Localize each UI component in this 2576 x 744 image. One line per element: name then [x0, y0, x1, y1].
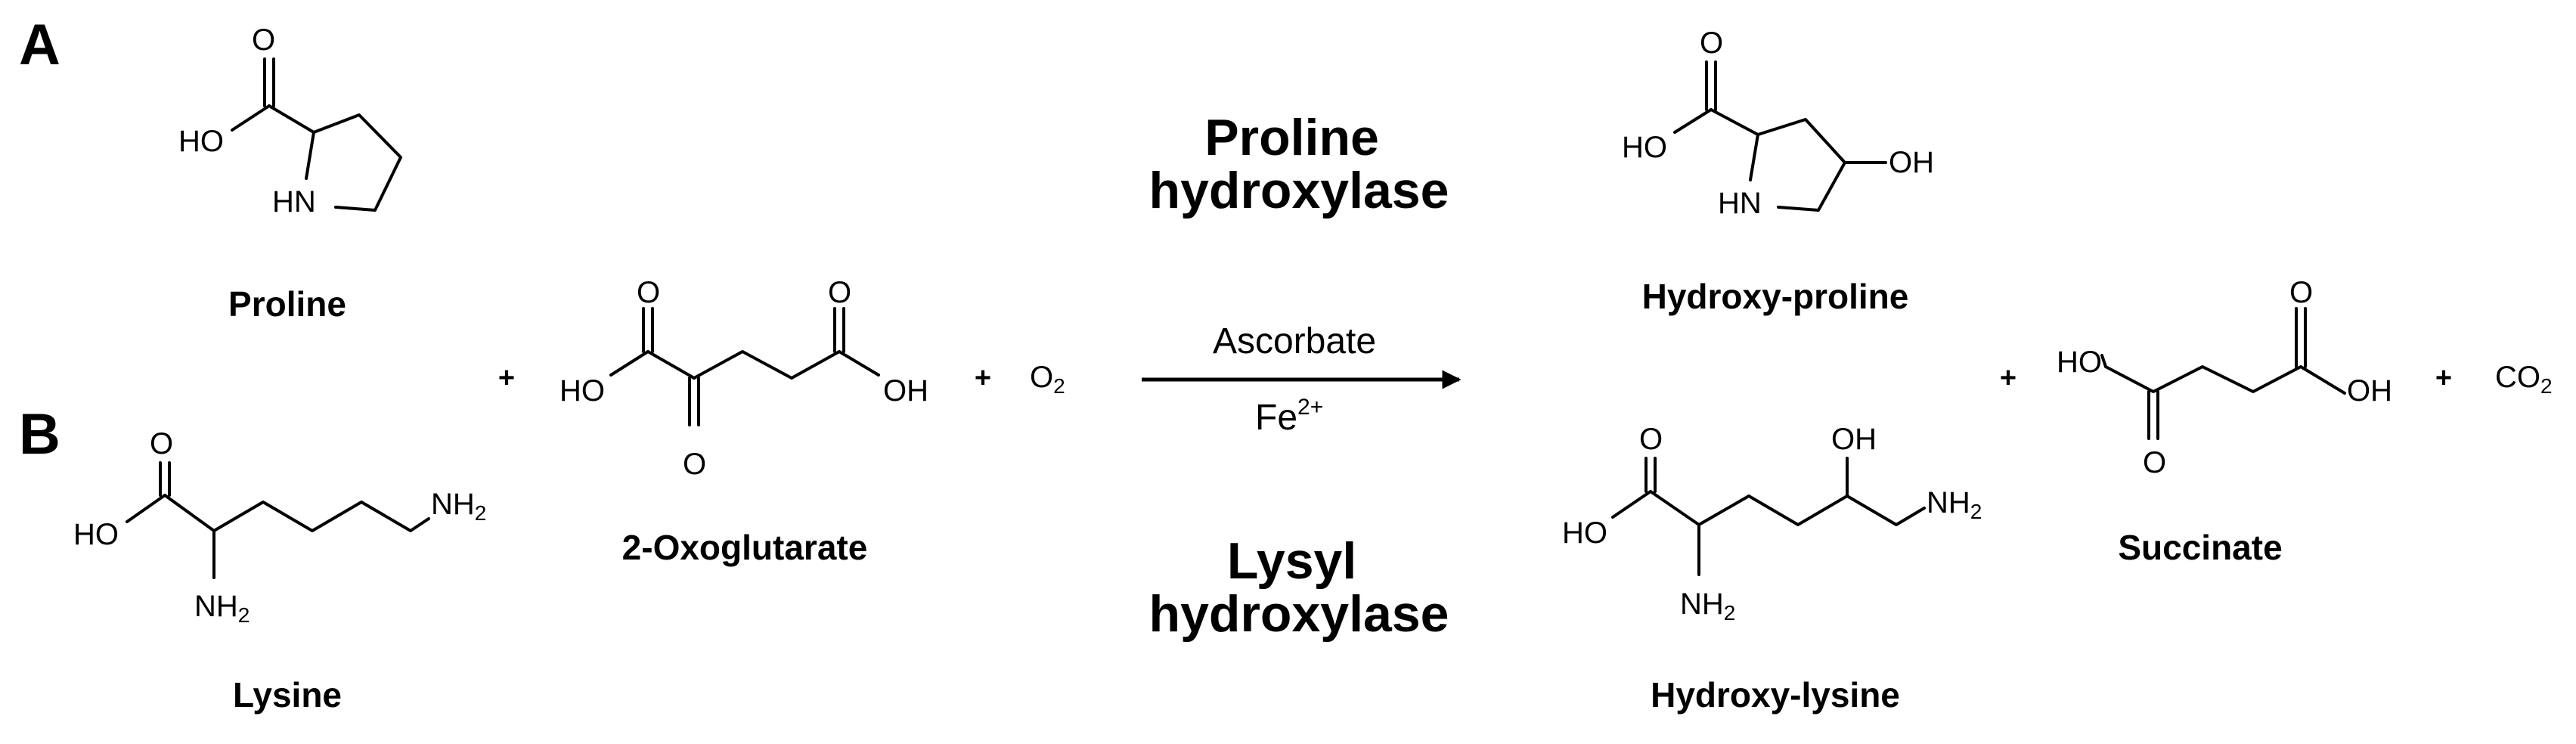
succinate-o-bottom: O [2143, 446, 2166, 479]
oxoglutarate-name: 2-Oxoglutarate [622, 528, 868, 567]
oxoglutarate-ho: HO [560, 374, 605, 408]
hydroxylysine-name: Hydroxy-lysine [1651, 675, 1900, 715]
hydroxyproline-o: O [1700, 26, 1723, 60]
cofactor-iron: Fe2+ [1255, 395, 1323, 438]
oxoglutarate-oh: OH [883, 374, 928, 408]
enzyme-proline-hydroxylase: Proline hydroxylase [1149, 109, 1449, 219]
hydroxyproline-name: Hydroxy-proline [1642, 277, 1909, 316]
hydroxylysine-nh2-side: NH2 [1927, 486, 1982, 523]
proline-o: O [252, 23, 275, 57]
succinate-name: Succinate [2118, 528, 2282, 567]
plus-sign: + [2000, 362, 2016, 394]
enzyme-lysyl-hydroxylase: Lysyl hydroxylase [1149, 532, 1449, 643]
oxoglutarate-o-right: O [828, 276, 851, 309]
hydroxyproline-oh: OH [1889, 146, 1934, 179]
succinate-ho: HO [2057, 346, 2102, 379]
cofactor-ascorbate: Ascorbate [1213, 321, 1376, 361]
panel-label-a: A [19, 13, 60, 77]
oxoglutarate-structure: O O HO OH O [560, 276, 928, 481]
panel-label-b: B [19, 402, 60, 467]
hydroxylysine-ho: HO [1562, 516, 1607, 550]
proline-hn: HN [272, 185, 316, 219]
plus-sign: + [498, 362, 515, 394]
hydroxyproline-structure: O HO HN OH [1622, 26, 1934, 220]
succinate-oh: OH [2347, 374, 2392, 408]
lysine-nh2-top: NH2 [431, 488, 486, 525]
hydroxyproline-hn: HN [1718, 187, 1762, 220]
oxygen-o2: O2 [1030, 361, 1065, 398]
proline-name: Proline [228, 284, 346, 324]
lysine-nh2-bottom: NH2 [194, 590, 250, 627]
hydroxyproline-ho: HO [1622, 131, 1667, 164]
succinate-structure: HO O OH O [2057, 276, 2392, 479]
oxoglutarate-o-left: O [637, 276, 660, 309]
lysine-name: Lysine [233, 675, 342, 715]
hydroxylysine-oh: OH [1831, 423, 1877, 456]
carbon-dioxide-co2: CO2 [2495, 361, 2553, 398]
lysine-o: O [150, 427, 173, 460]
oxoglutarate-o-bottom: O [683, 448, 706, 481]
succinate-o-top: O [2289, 276, 2313, 309]
hydroxylysine-nh2-bottom: NH2 [1680, 587, 1735, 625]
hydroxylysine-o: O [1639, 423, 1663, 456]
lysine-ho: HO [73, 518, 119, 551]
plus-sign: + [2435, 362, 2452, 394]
plus-sign: + [975, 362, 991, 394]
lysine-structure: O HO NH2 NH2 [73, 427, 486, 627]
hydroxylysine-structure: O HO OH NH2 NH2 [1562, 423, 1982, 625]
proline-structure: O HO HN [178, 23, 402, 219]
proline-ho: HO [178, 125, 224, 158]
